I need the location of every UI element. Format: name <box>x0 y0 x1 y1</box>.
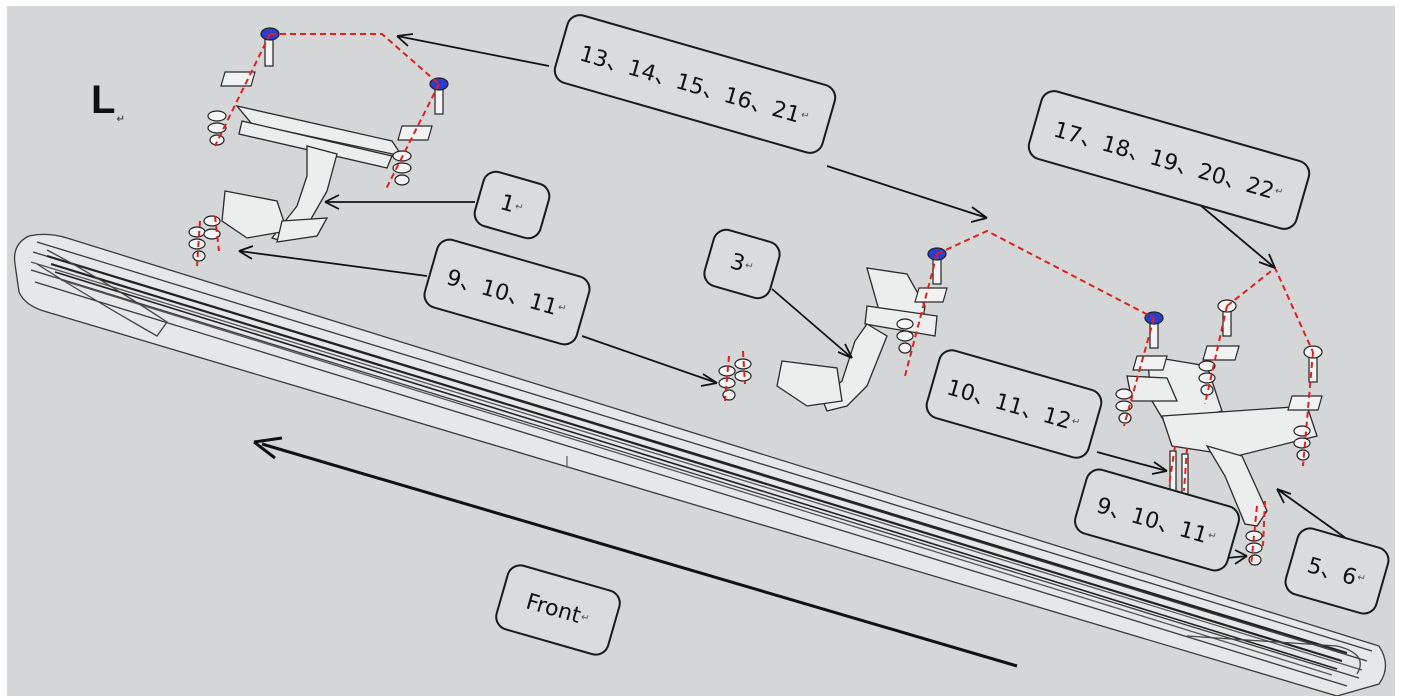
callout-label: 5、6 <box>1304 553 1360 592</box>
callout-label: 9、10、11 <box>1093 493 1211 549</box>
bracket-5-6 <box>1126 355 1318 527</box>
callout-label: 9、10、11 <box>443 265 561 321</box>
callout-label: Front <box>523 589 584 629</box>
front-arrow <box>253 436 1018 668</box>
side-label: L↵ <box>91 78 125 125</box>
callout-label: 10、11、12 <box>943 375 1074 435</box>
diagram-canvas: L↵ 13、14、15、16、21↵ 17、18、19、20、22↵ 1↵ 9、… <box>7 6 1395 696</box>
bracket-3 <box>776 267 938 412</box>
bracket-1 <box>221 104 404 243</box>
installation-drawing <box>13 27 1387 696</box>
running-board <box>13 233 1387 696</box>
centerlines <box>196 33 1314 567</box>
leader-lines <box>238 33 1348 565</box>
